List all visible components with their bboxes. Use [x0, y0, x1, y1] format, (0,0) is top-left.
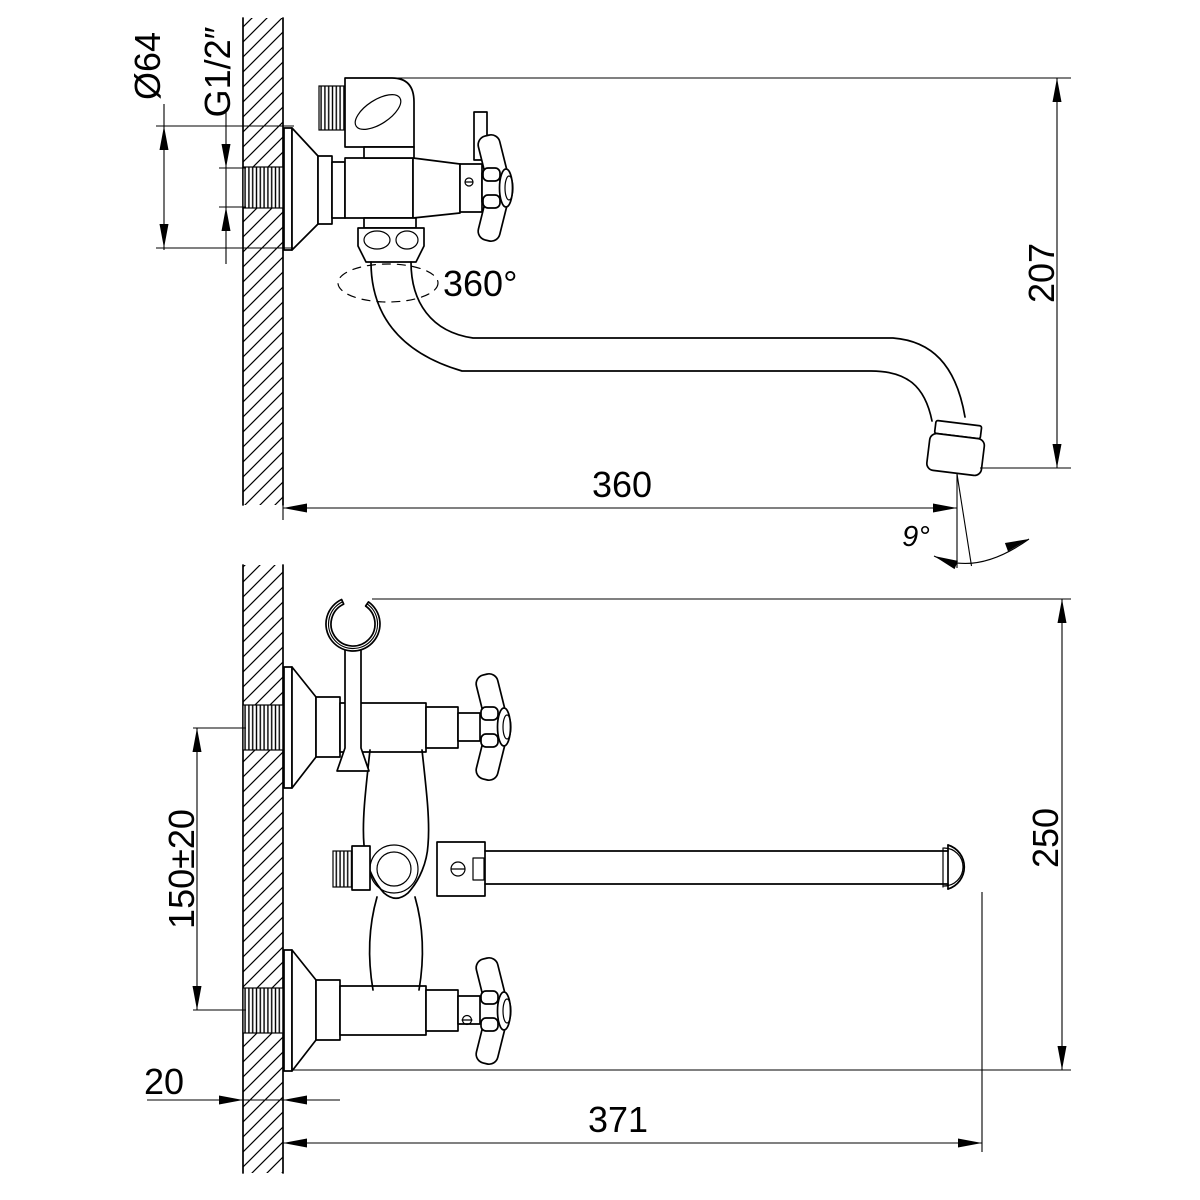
dim-wall-thickness: 20: [144, 1061, 340, 1105]
dim-escutcheon-diameter-text: Ø64: [127, 32, 168, 100]
hose-outlet-flange: [351, 845, 371, 891]
front-view: 150±20 20 250 371: [144, 564, 1071, 1174]
stream-angle-annotation: 9°: [902, 473, 1030, 570]
dim-stream-angle: 9°: [902, 521, 930, 553]
wall-section-top: [242, 17, 284, 506]
shower-outlet-elbow: [318, 77, 415, 159]
dim-spout-reach: 360: [282, 464, 957, 520]
dim-inlet-spacing: 150±20: [161, 727, 246, 1011]
wall-section-bottom: [242, 564, 284, 1174]
shower-holder: [325, 598, 381, 772]
diverter-block: [436, 841, 486, 897]
dim-connection-thread: G1/2″: [197, 26, 246, 264]
spout-front: [484, 844, 966, 890]
spout-side: [370, 261, 986, 477]
aerator: [925, 419, 986, 477]
valve-body-side: [344, 157, 501, 219]
dim-spout-reach-text: 360: [592, 464, 652, 505]
spout-nut: [357, 217, 425, 263]
dim-overall-height: 250: [1025, 599, 1067, 1070]
dim-swivel-angle-text: 360°: [443, 263, 517, 304]
dim-inlet-spacing-text: 150±20: [161, 809, 202, 929]
dim-escutcheon-diameter: Ø64: [127, 32, 294, 250]
bottom-inlet-valve: [242, 949, 481, 1072]
hose-outlet-thread: [332, 850, 353, 888]
dim-connection-thread-text: G1/2″: [197, 26, 238, 117]
dim-overall-reach: 371: [283, 1099, 982, 1148]
dim-spout-height: 207: [360, 77, 1071, 469]
center-body: [332, 749, 966, 991]
dim-wall-thickness-text: 20: [144, 1061, 184, 1102]
dim-overall-height-text: 250: [1025, 808, 1066, 868]
cross-handle-side: [473, 111, 514, 244]
wall-nipple-thread: [242, 166, 284, 209]
swivel-ellipse: [337, 263, 439, 303]
side-view: 9° Ø64 G1/2″ 360° 2: [127, 17, 1071, 570]
dim-spout-height-text: 207: [1021, 243, 1062, 303]
escutcheon-side: [283, 127, 346, 251]
dim-overall-reach-text: 371: [588, 1099, 648, 1140]
